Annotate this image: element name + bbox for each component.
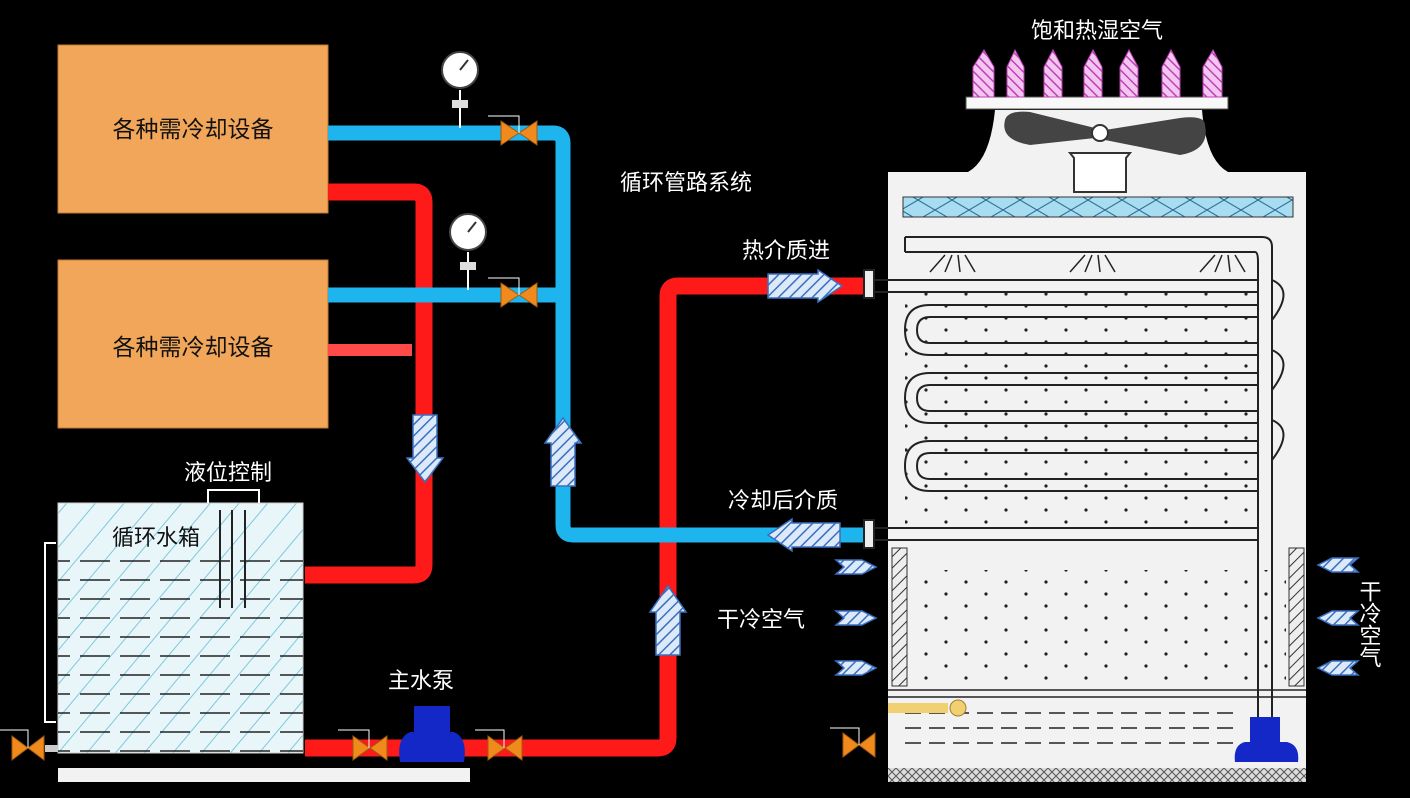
- fill-layer: [902, 196, 1294, 218]
- louver-right: [1288, 547, 1305, 687]
- pressure-gauge-icon: [441, 51, 479, 128]
- flow-arrow-icon: [648, 584, 688, 656]
- equipment-box-2: 各种需冷却设备: [57, 259, 329, 429]
- hot-medium-in-label: 热介质进: [742, 239, 830, 264]
- dry-cold-air-left-label: 干冷空气: [717, 608, 805, 633]
- water-tank-label: 循环水箱: [112, 526, 200, 551]
- valve-icon: [488, 277, 538, 308]
- fan-icon: [1004, 111, 1206, 193]
- equipment-label-1: 各种需冷却设备: [113, 117, 274, 143]
- air-arrows-right: [1316, 557, 1360, 676]
- exhaust-arrows: [972, 48, 1223, 98]
- flow-arrow-icon: [767, 268, 844, 304]
- cooling-tower: [863, 48, 1306, 782]
- tower-base: [888, 768, 1306, 782]
- air-arrows-left: [834, 559, 878, 676]
- flow-arrow-icon: [543, 416, 583, 487]
- equipment-label-2: 各种需冷却设备: [113, 335, 274, 361]
- flow-arrow-icon: [766, 517, 841, 553]
- dry-cold-air-right-label: 干冷空气: [1356, 580, 1382, 668]
- pressure-gauge-icon: [449, 213, 487, 290]
- level-control-label: 液位控制: [184, 461, 272, 486]
- water-tank: [44, 489, 470, 782]
- pump-icon: [1234, 717, 1299, 762]
- coil: [863, 269, 1285, 549]
- valve-icon: [338, 729, 388, 761]
- hot-pipes: [305, 183, 870, 757]
- louver-left: [891, 547, 908, 687]
- float-valve: [888, 703, 948, 713]
- valve-icon: [475, 729, 523, 761]
- level-control-bracket: [207, 489, 260, 503]
- valve-icon: [488, 115, 538, 146]
- spray-header: [904, 236, 1273, 720]
- equipment-box-1: 各种需冷却设备: [57, 44, 329, 214]
- flow-arrow-icon: [405, 414, 445, 484]
- main-pump-label: 主水泵: [388, 669, 454, 694]
- pump-icon: [399, 706, 465, 762]
- valve-icon: [0, 729, 45, 761]
- valve-icon: [830, 727, 876, 758]
- circulation-system-label: 循环管路系统: [620, 171, 752, 196]
- saturated-air-label: 饱和热湿空气: [1031, 19, 1163, 44]
- cooled-medium-label: 冷却后介质: [728, 489, 838, 514]
